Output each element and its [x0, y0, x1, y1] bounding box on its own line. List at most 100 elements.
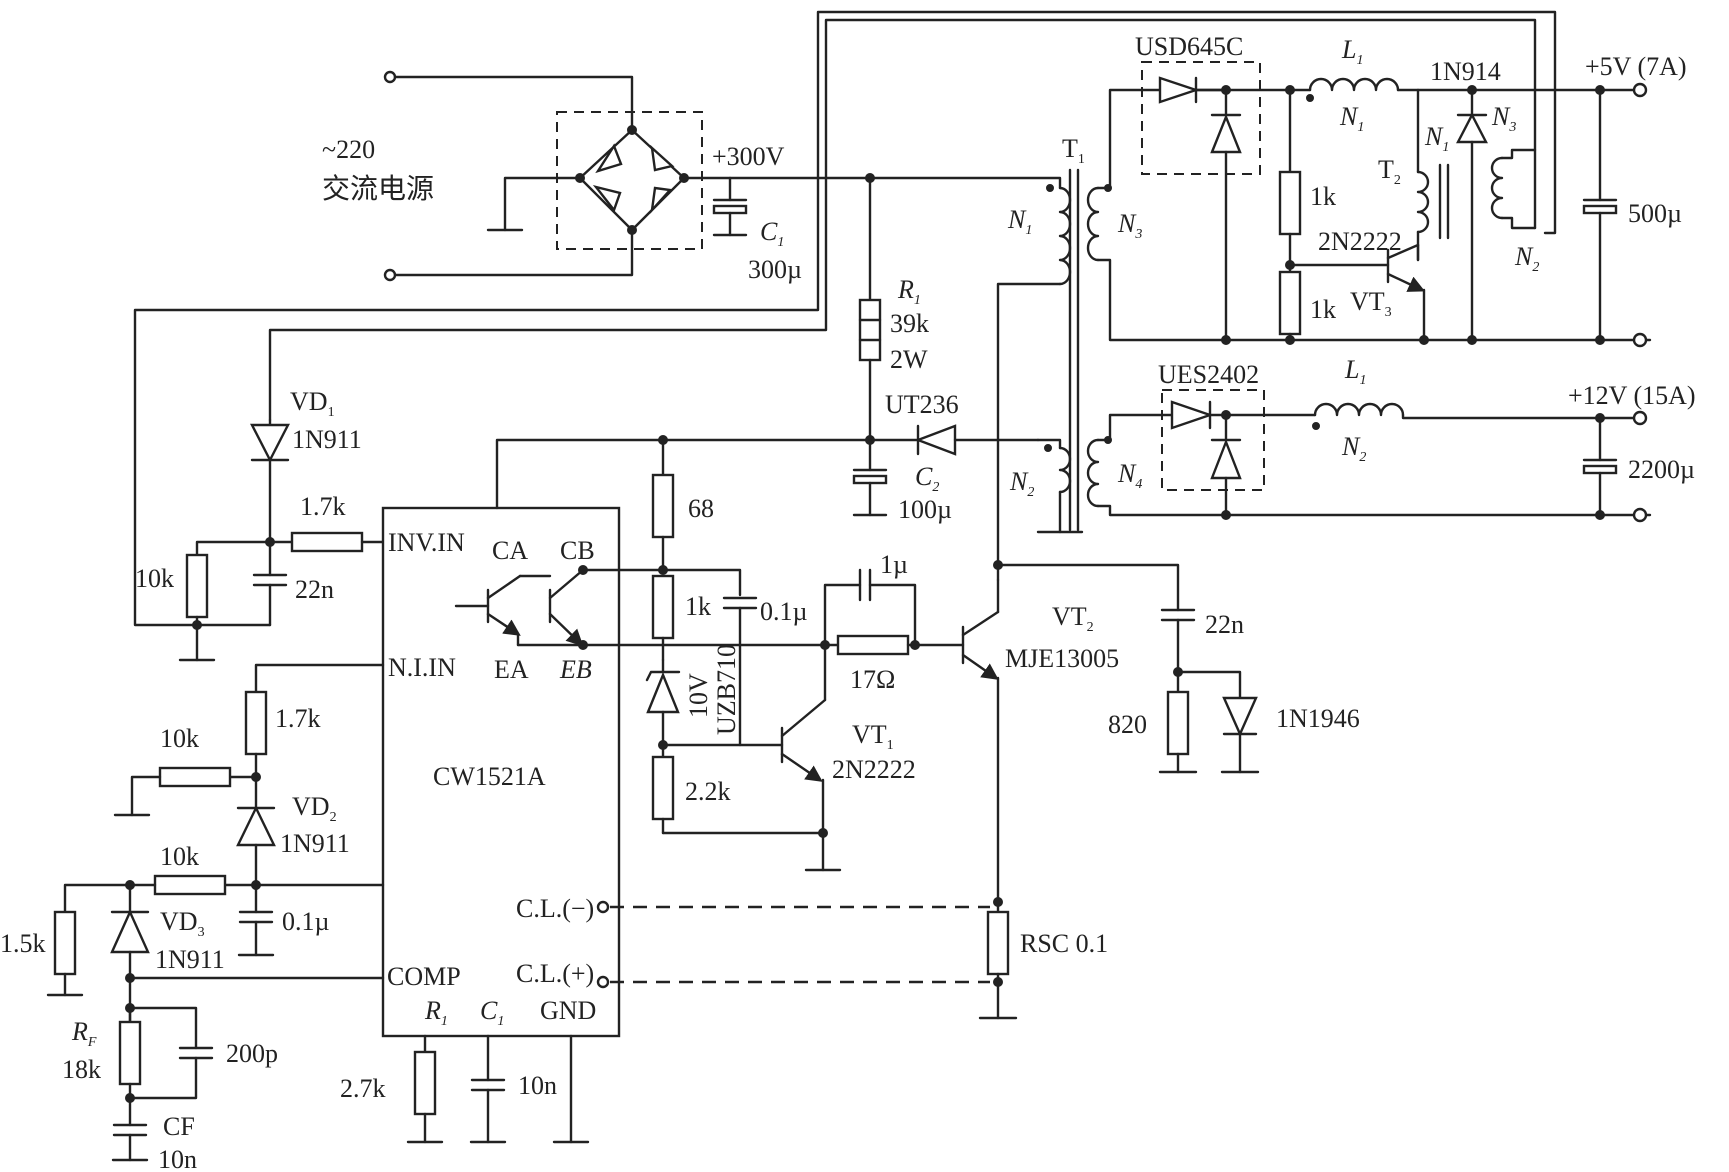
svg-text:UT236: UT236 — [885, 390, 959, 419]
chip-cw1521a: INV.IN CA CB EA EB N.I.IN CW1521A C.L.(−… — [381, 506, 621, 1038]
svg-text:N2: N2 — [1009, 467, 1034, 500]
svg-text:L1: L1 — [1341, 35, 1363, 68]
svg-text:200p: 200p — [226, 1039, 278, 1068]
svg-text:T2: T2 — [1378, 155, 1401, 188]
resistor-rsc: RSC 0.1 — [978, 910, 1108, 1020]
svg-text:10n: 10n — [158, 1145, 197, 1172]
terminal-5v — [1632, 82, 1648, 98]
resistor-1k-top: 1k — [1278, 88, 1336, 274]
resistor-68: 68 — [651, 438, 714, 572]
svg-text:N.I.IN: N.I.IN — [388, 653, 456, 682]
terminal-5v-ret — [1632, 332, 1648, 348]
svg-text:GND: GND — [540, 996, 596, 1025]
svg-text:MJE13005: MJE13005 — [1005, 644, 1119, 673]
svg-text:RF: RF — [71, 1017, 97, 1050]
capacitor-200p: 200p — [128, 1006, 278, 1100]
svg-text:N2: N2 — [1514, 242, 1539, 275]
svg-text:VT1: VT1 — [852, 720, 894, 753]
svg-text:EA: EA — [494, 655, 529, 684]
svg-text:CW1521A: CW1521A — [433, 762, 546, 791]
svg-text:10k: 10k — [135, 564, 174, 593]
svg-text:1.7k: 1.7k — [300, 492, 346, 521]
diode-1n1946: 1N1946 — [1220, 696, 1360, 774]
ni-wire — [254, 663, 385, 694]
svg-text:1N1946: 1N1946 — [1276, 704, 1360, 733]
transformer-t1: T1 N1 N3 N2 N4 — [996, 134, 1142, 582]
zener-uzb710: 10V UZB710 — [645, 644, 741, 747]
svg-text:1N914: 1N914 — [1430, 57, 1501, 86]
svg-text:UZB710: UZB710 — [712, 644, 741, 735]
wire-10k-top — [195, 540, 272, 557]
svg-text:VD2: VD2 — [292, 792, 337, 825]
capacitor-0-1u-ni: 0.1µ — [237, 907, 330, 957]
svg-text:500µ: 500µ — [1628, 199, 1682, 228]
resistor-1k-mid: 1k — [651, 574, 711, 662]
svg-text:L1: L1 — [1344, 355, 1366, 388]
resistor-10k-inv: 10k — [135, 553, 209, 627]
resistor-1-7k-ni: 1.7k — [244, 690, 321, 779]
transistor-vt3: 2N2222 VT3 — [1288, 227, 1426, 342]
svg-text:C.L.(−): C.L.(−) — [516, 894, 594, 923]
bridge-rectifier — [486, 111, 703, 250]
svg-text:1k: 1k — [1310, 182, 1336, 211]
svg-text:10k: 10k — [160, 724, 199, 753]
svg-text:CA: CA — [492, 536, 528, 565]
svg-text:+5V (7A): +5V (7A) — [1585, 52, 1687, 81]
resistor-r1: R1 39k 2W — [858, 176, 929, 442]
svg-text:10V: 10V — [684, 673, 713, 718]
inductor-l1-12v: L1 N2 — [1312, 355, 1637, 465]
ret-5v — [1096, 258, 1652, 342]
resistor-17-ohm: 17Ω — [823, 634, 965, 694]
resistor-10k-vd3: 10k — [128, 842, 258, 896]
svg-text:2N2222: 2N2222 — [1318, 227, 1402, 256]
resistor-1-5k: 1.5k — [0, 883, 132, 997]
svg-text:17Ω: 17Ω — [850, 665, 895, 694]
svg-text:1.5k: 1.5k — [0, 929, 46, 958]
capacitor-22n-inv: 22n — [252, 573, 334, 627]
svg-text:10k: 10k — [160, 842, 199, 871]
svg-text:2.7k: 2.7k — [340, 1074, 386, 1103]
svg-text:1k: 1k — [685, 592, 711, 621]
resistor-rf: RF 18k — [62, 1006, 142, 1100]
svg-text:+12V (15A): +12V (15A) — [1568, 381, 1696, 410]
feedback-wire-inner — [268, 18, 1537, 422]
svg-text:USD645C: USD645C — [1135, 32, 1243, 61]
diode-vd2: VD2 1N911 — [236, 775, 350, 914]
diode-vd3: VD3 1N911 — [110, 883, 225, 1024]
resistor-1-7k-inv: 1.7k — [268, 492, 385, 553]
svg-text:22n: 22n — [1205, 610, 1244, 639]
svg-text:300µ: 300µ — [748, 255, 802, 284]
svg-text:+300V: +300V — [712, 142, 785, 171]
svg-text:CF: CF — [163, 1112, 195, 1141]
resistor-10k-ni: 10k — [113, 724, 258, 817]
diode-1n914: 1N914 — [1430, 57, 1501, 345]
resistor-820: 820 — [1108, 670, 1198, 774]
transistor-vt2: VT2 MJE13005 — [961, 578, 1119, 914]
n4-feed — [1096, 413, 1174, 442]
svg-text:CB: CB — [560, 536, 595, 565]
n1-primary-feed — [868, 176, 1062, 190]
svg-text:VD1: VD1 — [290, 387, 335, 420]
svg-text:18k: 18k — [62, 1055, 101, 1084]
gnd-pin — [552, 1034, 590, 1144]
capacitor-500u: 500µ — [1582, 88, 1682, 342]
svg-text:1N911: 1N911 — [292, 425, 362, 454]
ret-12v — [1096, 504, 1652, 517]
svg-text:~220: ~220 — [322, 135, 375, 164]
snubber-diode-wire — [1176, 670, 1242, 700]
svg-text:INV.IN: INV.IN — [388, 528, 465, 557]
svg-text:EB: EB — [559, 655, 592, 684]
feedback-wire-outer — [133, 10, 1557, 627]
svg-text:1N911: 1N911 — [280, 829, 350, 858]
cb-wire — [581, 568, 742, 597]
snubber-wire — [996, 563, 1180, 612]
svg-text:UES2402: UES2402 — [1158, 360, 1259, 389]
capacitor-22n-snubber: 22n — [1160, 608, 1244, 674]
svg-text:N1: N1 — [1424, 122, 1449, 155]
svg-text:N4: N4 — [1117, 459, 1142, 492]
svg-text:交流电源: 交流电源 — [322, 172, 434, 205]
svg-text:1k: 1k — [1310, 295, 1336, 324]
svg-text:2W: 2W — [890, 345, 928, 374]
resistor-2-2k: 2.2k — [651, 743, 825, 835]
